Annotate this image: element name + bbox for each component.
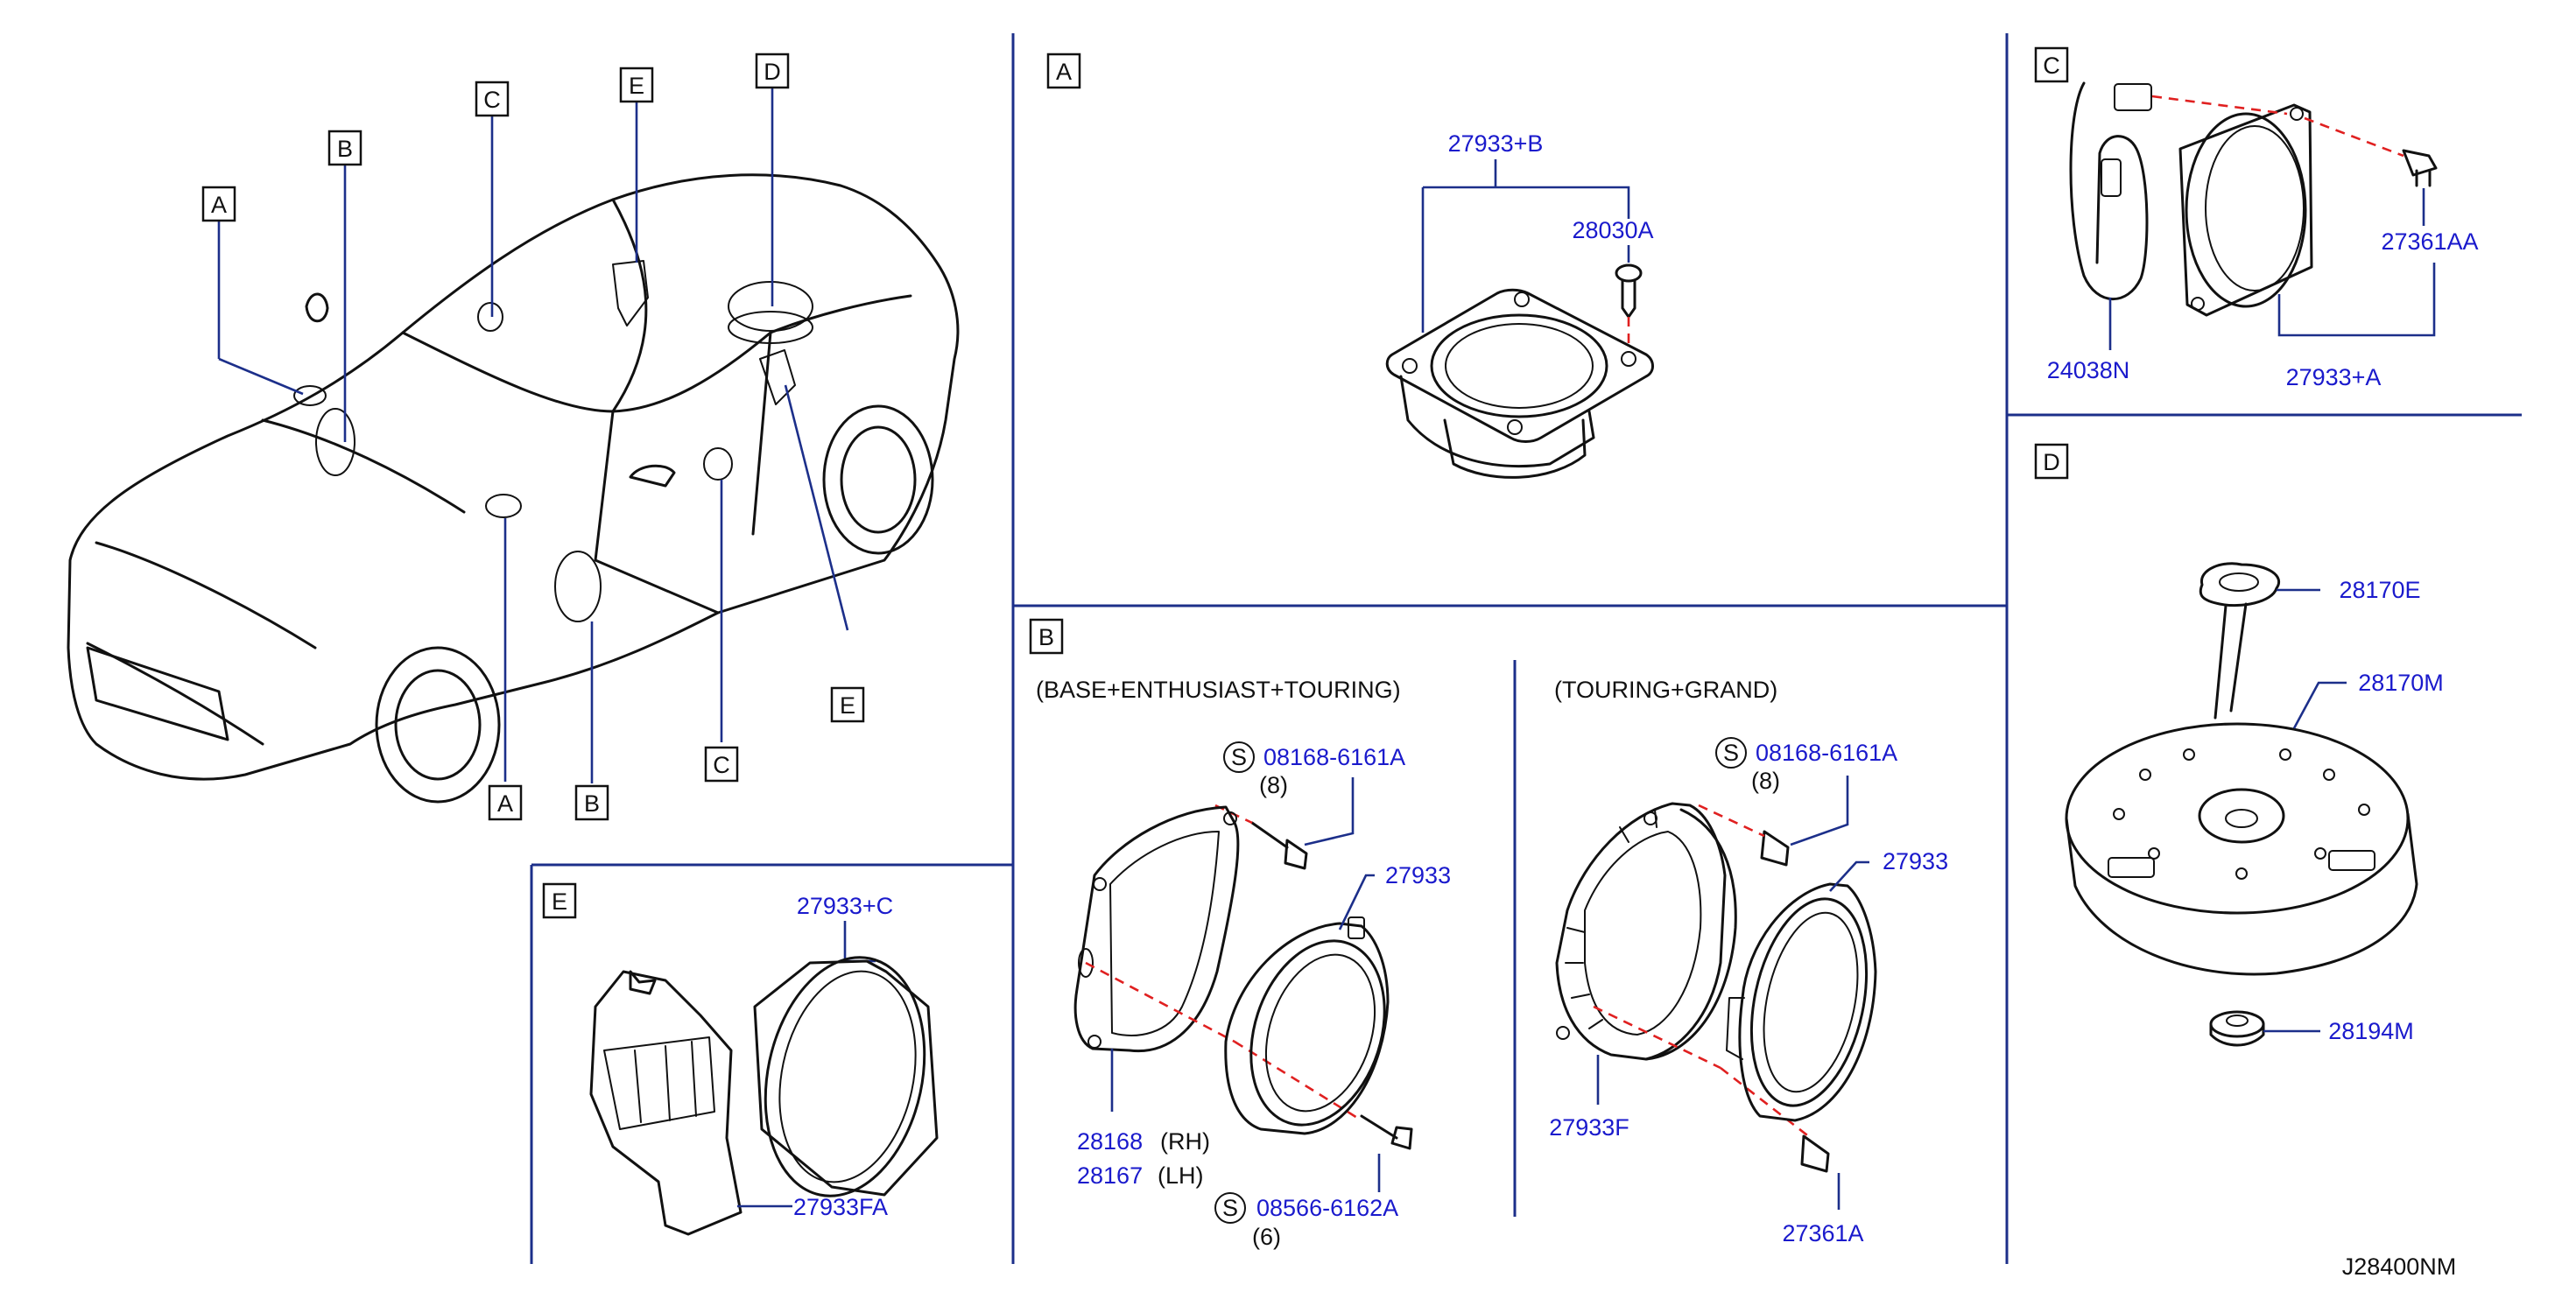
harness-24038n-icon bbox=[2069, 81, 2149, 301]
s-marker-bottom-left: S bbox=[1222, 1195, 1238, 1221]
part-27361a: 27361A bbox=[1782, 1220, 1863, 1246]
part-08168-6161a-left: 08168-6161A bbox=[1263, 744, 1405, 770]
screw-08168-right-icon bbox=[1760, 830, 1790, 867]
section-e-tag bbox=[542, 882, 577, 919]
s-marker-top-right: S bbox=[1723, 740, 1739, 766]
section-b-letter: B bbox=[1038, 624, 1054, 650]
woofer-28170m-icon bbox=[2065, 722, 2418, 976]
callout-b-bottom bbox=[574, 784, 609, 821]
section-c-letter: C bbox=[2043, 53, 2060, 79]
part-27933-left: 27933 bbox=[1385, 862, 1451, 888]
part-27933-right: 27933 bbox=[1883, 848, 1948, 874]
s-marker-bottom-icon bbox=[1214, 1192, 1246, 1224]
washer-28194m-icon bbox=[2209, 1010, 2265, 1047]
variant-base-label: (BASE+ENTHUSIAST+TOURING) bbox=[1036, 677, 1401, 703]
section-e: E 27933+C 27933FA bbox=[542, 882, 939, 1236]
screw-28030a-head-icon bbox=[1615, 263, 1643, 283]
callout-a-bottom bbox=[488, 784, 523, 821]
part-27361aa: 27361AA bbox=[2381, 228, 2478, 255]
speaker-27933-a-icon bbox=[2178, 103, 2313, 317]
qty-bottom-left: (6) bbox=[1252, 1224, 1281, 1250]
callout-c-top bbox=[475, 81, 510, 117]
callout-b-top bbox=[327, 130, 362, 166]
part-27933-a: 27933+A bbox=[2286, 364, 2382, 390]
overview-callouts: A B C E D E C B A bbox=[201, 53, 865, 821]
part-27933-b: 27933+B bbox=[1448, 130, 1544, 157]
part-27933f: 27933F bbox=[1549, 1114, 1629, 1141]
section-a-tag bbox=[1046, 53, 1081, 89]
note-lh: (LH) bbox=[1158, 1162, 1204, 1189]
callout-e-bottom-label: E bbox=[840, 692, 855, 719]
part-28194m: 28194M bbox=[2328, 1018, 2414, 1044]
speaker-27933-b-icon bbox=[1385, 288, 1654, 479]
bracket-28168-icon bbox=[1073, 805, 1240, 1053]
panel-dividers bbox=[530, 33, 2522, 1264]
screw-27361a-icon bbox=[1800, 1134, 1830, 1173]
bracket-27933f-icon bbox=[1555, 802, 1737, 1061]
callout-e-bottom bbox=[830, 686, 865, 723]
speaker-27933-right-icon bbox=[1726, 882, 1877, 1122]
section-a: A 27933+B 28030A bbox=[1046, 53, 1654, 479]
figure-code: J28400NM bbox=[2342, 1253, 2457, 1280]
callout-b-top-label: B bbox=[337, 136, 353, 162]
part-28167: 28167 bbox=[1077, 1162, 1143, 1189]
part-28168: 28168 bbox=[1077, 1128, 1143, 1155]
section-a-letter: A bbox=[1056, 59, 1072, 85]
part-27933fa: 27933FA bbox=[793, 1194, 888, 1220]
part-08566-6162a: 08566-6162A bbox=[1256, 1195, 1398, 1221]
part-24038n: 24038N bbox=[2047, 357, 2130, 383]
part-28030a: 28030A bbox=[1572, 217, 1653, 243]
callout-a-top-label: A bbox=[211, 192, 227, 218]
callout-b-bottom-label: B bbox=[584, 790, 600, 817]
section-d-tag bbox=[2034, 443, 2069, 480]
callout-c-bottom-label: C bbox=[713, 752, 730, 778]
section-b: B (BASE+ENTHUSIAST+TOURING) (TOURING+GRA… bbox=[1029, 618, 1948, 1250]
screw-27361aa-head-icon bbox=[2402, 149, 2438, 177]
knob-28170e-icon bbox=[2199, 562, 2280, 720]
callout-a-bottom-label: A bbox=[497, 790, 513, 817]
part-28170m: 28170M bbox=[2358, 670, 2444, 696]
callout-d-top-label: D bbox=[764, 59, 781, 85]
section-e-letter: E bbox=[552, 888, 567, 915]
s-marker-right-icon bbox=[1715, 737, 1747, 769]
note-rh: (RH) bbox=[1160, 1128, 1210, 1155]
speaker-27933-left-icon bbox=[1224, 916, 1390, 1135]
bracket-27933fa-icon bbox=[589, 970, 743, 1236]
callout-c-top-label: C bbox=[483, 87, 501, 113]
qty-top-left: (8) bbox=[1259, 772, 1288, 798]
section-c: C 24038N 27361AA 27933+A bbox=[2034, 46, 2479, 390]
part-27933-c: 27933+C bbox=[797, 893, 893, 919]
qty-top-right: (8) bbox=[1751, 768, 1780, 794]
variant-touring-label: (TOURING+GRAND) bbox=[1554, 677, 1777, 703]
callout-a-top bbox=[201, 186, 236, 222]
screw-08566-icon bbox=[1360, 1114, 1413, 1150]
callout-e-top-label: E bbox=[629, 73, 644, 99]
callout-e-top bbox=[619, 67, 654, 103]
s-marker-top-left: S bbox=[1231, 744, 1247, 770]
speaker-27933-c-icon bbox=[753, 956, 939, 1197]
callout-d-top bbox=[755, 53, 790, 89]
section-c-tag bbox=[2034, 46, 2069, 83]
part-28170e: 28170E bbox=[2339, 577, 2420, 603]
s-marker-icon bbox=[1223, 741, 1255, 773]
car-overview bbox=[67, 173, 960, 804]
section-d-letter: D bbox=[2043, 449, 2060, 475]
part-08168-6161a-right: 08168-6161A bbox=[1756, 740, 1897, 766]
section-b-tag bbox=[1029, 618, 1064, 655]
screw-08168-left-icon bbox=[1284, 839, 1308, 870]
callout-c-bottom bbox=[704, 746, 739, 783]
section-d: D 28170E 28170M bbox=[2034, 443, 2444, 1047]
